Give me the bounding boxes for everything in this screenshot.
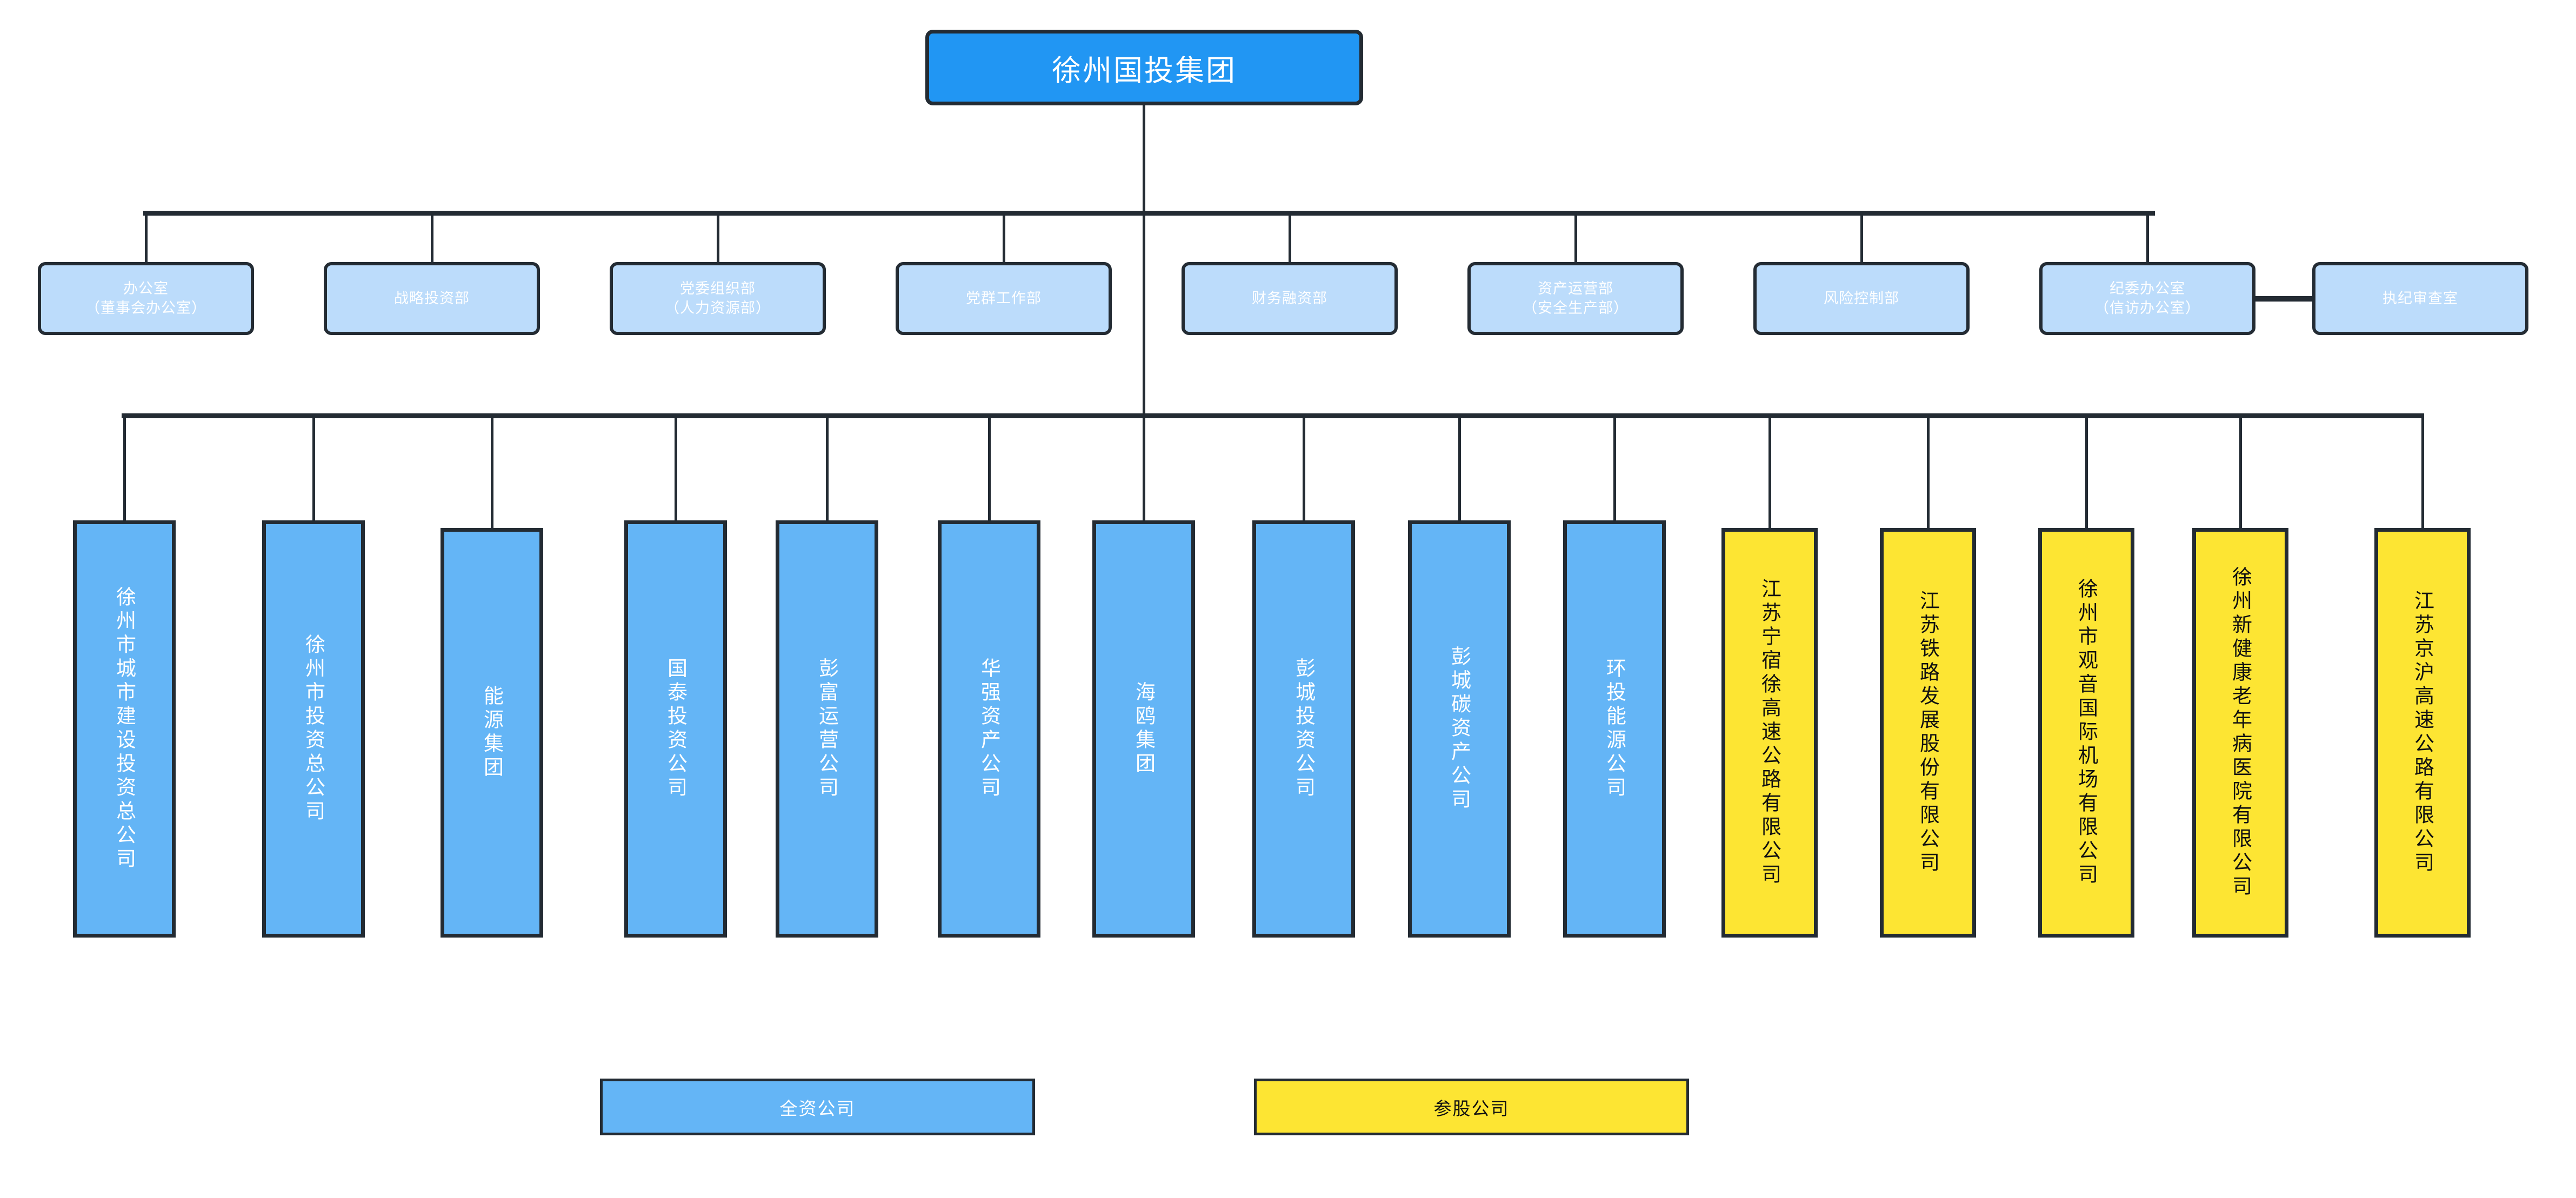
- legend-item-wholly-owned: 全资公司: [600, 1079, 1035, 1135]
- company-label: 徐州市投资总公司: [302, 634, 325, 824]
- department-label: 财务融资部: [1252, 290, 1327, 306]
- company-label: 徐州市观音国际机场有限公司: [2075, 578, 2098, 887]
- connector-company-stem-4: [675, 413, 677, 524]
- connector-company-stem-14: [2239, 413, 2242, 528]
- connector-dept-stem-5: [1289, 211, 1291, 265]
- connector-dept-stem-2: [431, 211, 433, 265]
- root-node-xuzhou-guotou-group[interactable]: 徐州国投集团: [925, 30, 1363, 105]
- connector-dept-stem-7: [1860, 211, 1863, 265]
- company-node-huantou-energy[interactable]: 环投能源公司: [1563, 520, 1666, 938]
- connector-company-stem-2: [312, 413, 315, 524]
- department-node-risk-control[interactable]: 风险控制部: [1753, 262, 1970, 335]
- company-label: 江苏宁宿徐高速公路有限公司: [1758, 578, 1781, 887]
- company-node-guotai-investment[interactable]: 国泰投资公司: [624, 520, 727, 938]
- company-node-haiou-group[interactable]: 海鸥集团: [1092, 520, 1195, 938]
- department-node-party-organization[interactable]: 党委组织部（人力资源部）: [610, 262, 826, 335]
- connector-dept-stem-6: [1574, 211, 1577, 265]
- connector-company-stem-6: [988, 413, 991, 524]
- department-node-finance-financing[interactable]: 财务融资部: [1182, 262, 1398, 335]
- company-node-xuzhou-guanyin-airport[interactable]: 徐州市观音国际机场有限公司: [2038, 528, 2134, 938]
- company-label: 江苏京沪高速公路有限公司: [2411, 590, 2434, 875]
- department-node-discipline-inspection-room[interactable]: 执纪审查室: [2312, 262, 2528, 335]
- legend-item-equity-participation: 参股公司: [1254, 1079, 1689, 1135]
- company-label: 华强资产公司: [978, 658, 1000, 800]
- connector-company-stem-7: [1143, 413, 1145, 524]
- company-label: 能源集团: [481, 685, 503, 780]
- company-node-pengfu-operation[interactable]: 彭富运营公司: [776, 520, 878, 938]
- department-label: 党群工作部: [966, 290, 1042, 306]
- connector-company-stem-10: [1613, 413, 1616, 524]
- connector-subsidiary-bus: [122, 413, 2424, 418]
- connector-company-stem-3: [491, 413, 493, 528]
- company-label: 徐州市城市建设投资总公司: [113, 586, 136, 872]
- company-node-urban-construction-investment[interactable]: 徐州市城市建设投资总公司: [73, 520, 176, 938]
- connector-company-stem-9: [1458, 413, 1461, 524]
- company-label: 江苏铁路发展股份有限公司: [1917, 590, 1939, 875]
- connector-company-stem-1: [123, 413, 126, 524]
- connector-department-bus: [143, 211, 2155, 216]
- department-node-strategic-investment[interactable]: 战略投资部: [324, 262, 540, 335]
- department-label: 风险控制部: [1824, 290, 1899, 306]
- connector-dept-stem-1: [145, 211, 148, 265]
- department-label: 资产运营部（安全生产部）: [1523, 280, 1629, 316]
- company-label: 彭城投资公司: [1292, 658, 1315, 800]
- company-node-jiangsu-ningsuxu-expressway[interactable]: 江苏宁宿徐高速公路有限公司: [1721, 528, 1818, 938]
- company-node-energy-group[interactable]: 能源集团: [441, 528, 543, 938]
- connector-company-stem-15: [2421, 413, 2424, 528]
- legend-label: 参股公司: [1433, 1098, 1510, 1119]
- connector-company-stem-5: [826, 413, 829, 524]
- connector-dept-stem-8: [2146, 211, 2149, 265]
- connector-company-stem-8: [1303, 413, 1305, 524]
- company-label: 彭富运营公司: [816, 658, 838, 800]
- company-node-pengcheng-carbon-asset[interactable]: 彭城碳资产公司: [1408, 520, 1511, 938]
- connector-dept-stem-3: [717, 211, 719, 265]
- company-node-xinjiankang-geriatric-hospital[interactable]: 徐州新健康老年病医院有限公司: [2192, 528, 2288, 938]
- company-label: 国泰投资公司: [664, 658, 687, 800]
- department-label: 战略投资部: [394, 290, 470, 306]
- connector-root-stem-lower: [1143, 211, 1145, 416]
- connector-company-stem-11: [1769, 413, 1771, 528]
- connector-company-stem-12: [1927, 413, 1930, 528]
- department-label: 党委组织部（人力资源部）: [665, 280, 771, 316]
- company-label: 彭城碳资产公司: [1448, 646, 1471, 812]
- company-node-pengcheng-investment[interactable]: 彭城投资公司: [1252, 520, 1355, 938]
- root-node-label: 徐州国投集团: [1052, 54, 1237, 87]
- company-node-huaqiang-asset[interactable]: 华强资产公司: [938, 520, 1040, 938]
- company-label: 环投能源公司: [1603, 658, 1626, 800]
- company-node-xuzhou-investment-general[interactable]: 徐州市投资总公司: [262, 520, 365, 938]
- department-node-office[interactable]: 办公室（董事会办公室）: [38, 262, 254, 335]
- connector-dept-stem-4: [1003, 211, 1005, 265]
- company-label: 海鸥集团: [1132, 681, 1155, 777]
- department-node-party-mass-work[interactable]: 党群工作部: [896, 262, 1112, 335]
- department-label: 纪委办公室（信访办公室）: [2094, 280, 2200, 316]
- department-node-asset-operation[interactable]: 资产运营部（安全生产部）: [1467, 262, 1684, 335]
- department-node-discipline-office[interactable]: 纪委办公室（信访办公室）: [2039, 262, 2255, 335]
- company-node-jiangsu-jinghu-expressway[interactable]: 江苏京沪高速公路有限公司: [2374, 528, 2471, 938]
- department-label: 办公室（董事会办公室）: [85, 280, 206, 316]
- legend-label: 全资公司: [779, 1098, 856, 1119]
- connector-root-stem: [1143, 105, 1145, 213]
- department-label: 执纪审查室: [2383, 290, 2458, 306]
- connector-company-stem-13: [2085, 413, 2088, 528]
- company-label: 徐州新健康老年病医院有限公司: [2229, 566, 2252, 899]
- company-node-jiangsu-railway-development[interactable]: 江苏铁路发展股份有限公司: [1880, 528, 1976, 938]
- connector-discipline-to-inspection: [2255, 296, 2315, 302]
